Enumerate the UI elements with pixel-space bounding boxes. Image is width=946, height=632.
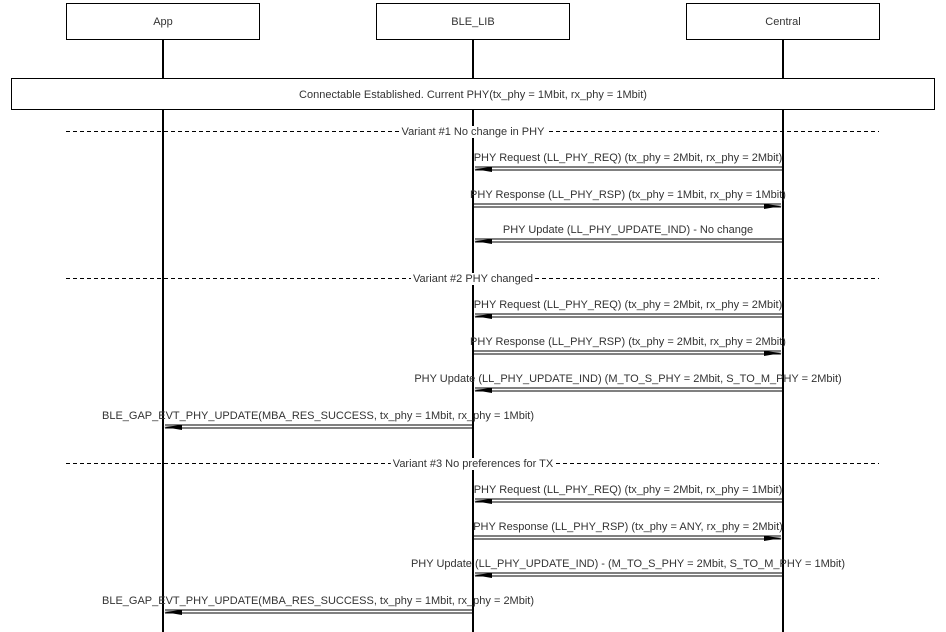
participant-label: App	[153, 16, 173, 28]
message-label: PHY Response (LL_PHY_RSP) (tx_phy = 1Mbi…	[470, 189, 786, 201]
participant-label: BLE_LIB	[451, 16, 494, 28]
participant-box	[376, 3, 570, 40]
participant-label: Central	[765, 16, 800, 28]
arrowhead-icon	[474, 388, 492, 393]
arrowhead-icon	[764, 351, 782, 356]
section-label: Variant #2 PHY changed	[413, 273, 533, 285]
arrowhead-icon	[764, 204, 782, 209]
arrowhead-icon	[164, 425, 182, 430]
note-text: Connectable Established. Current PHY(tx_…	[299, 89, 647, 101]
section-label: Variant #1 No change in PHY	[402, 126, 546, 138]
message-label: PHY Request (LL_PHY_REQ) (tx_phy = 2Mbit…	[474, 299, 783, 311]
section-label-bg	[390, 458, 556, 470]
section-label-bg	[399, 126, 548, 138]
message-label: PHY Update (LL_PHY_UPDATE_IND) - No chan…	[503, 224, 753, 236]
message-label: PHY Update (LL_PHY_UPDATE_IND) (M_TO_S_P…	[414, 373, 841, 385]
participant-box	[686, 3, 880, 40]
arrowhead-icon	[764, 536, 782, 541]
arrowhead-icon	[474, 314, 492, 319]
note-box	[11, 78, 935, 110]
section-label-bg	[410, 273, 536, 285]
participant-box	[66, 3, 260, 40]
section-label: Variant #3 No preferences for TX	[393, 458, 554, 470]
message-label: PHY Update (LL_PHY_UPDATE_IND) - (M_TO_S…	[411, 558, 845, 570]
message-label: PHY Response (LL_PHY_RSP) (tx_phy = ANY,…	[473, 521, 783, 533]
message-label: BLE_GAP_EVT_PHY_UPDATE(MBA_RES_SUCCESS, …	[102, 410, 534, 422]
message-label: PHY Request (LL_PHY_REQ) (tx_phy = 2Mbit…	[474, 484, 783, 496]
arrowhead-icon	[474, 167, 492, 172]
arrowhead-icon	[164, 610, 182, 615]
message-label: PHY Request (LL_PHY_REQ) (tx_phy = 2Mbit…	[474, 152, 783, 164]
message-label: BLE_GAP_EVT_PHY_UPDATE(MBA_RES_SUCCESS, …	[102, 595, 534, 607]
arrowhead-icon	[474, 239, 492, 244]
arrowhead-icon	[474, 499, 492, 504]
arrowhead-icon	[474, 573, 492, 578]
message-label: PHY Response (LL_PHY_RSP) (tx_phy = 2Mbi…	[470, 336, 786, 348]
